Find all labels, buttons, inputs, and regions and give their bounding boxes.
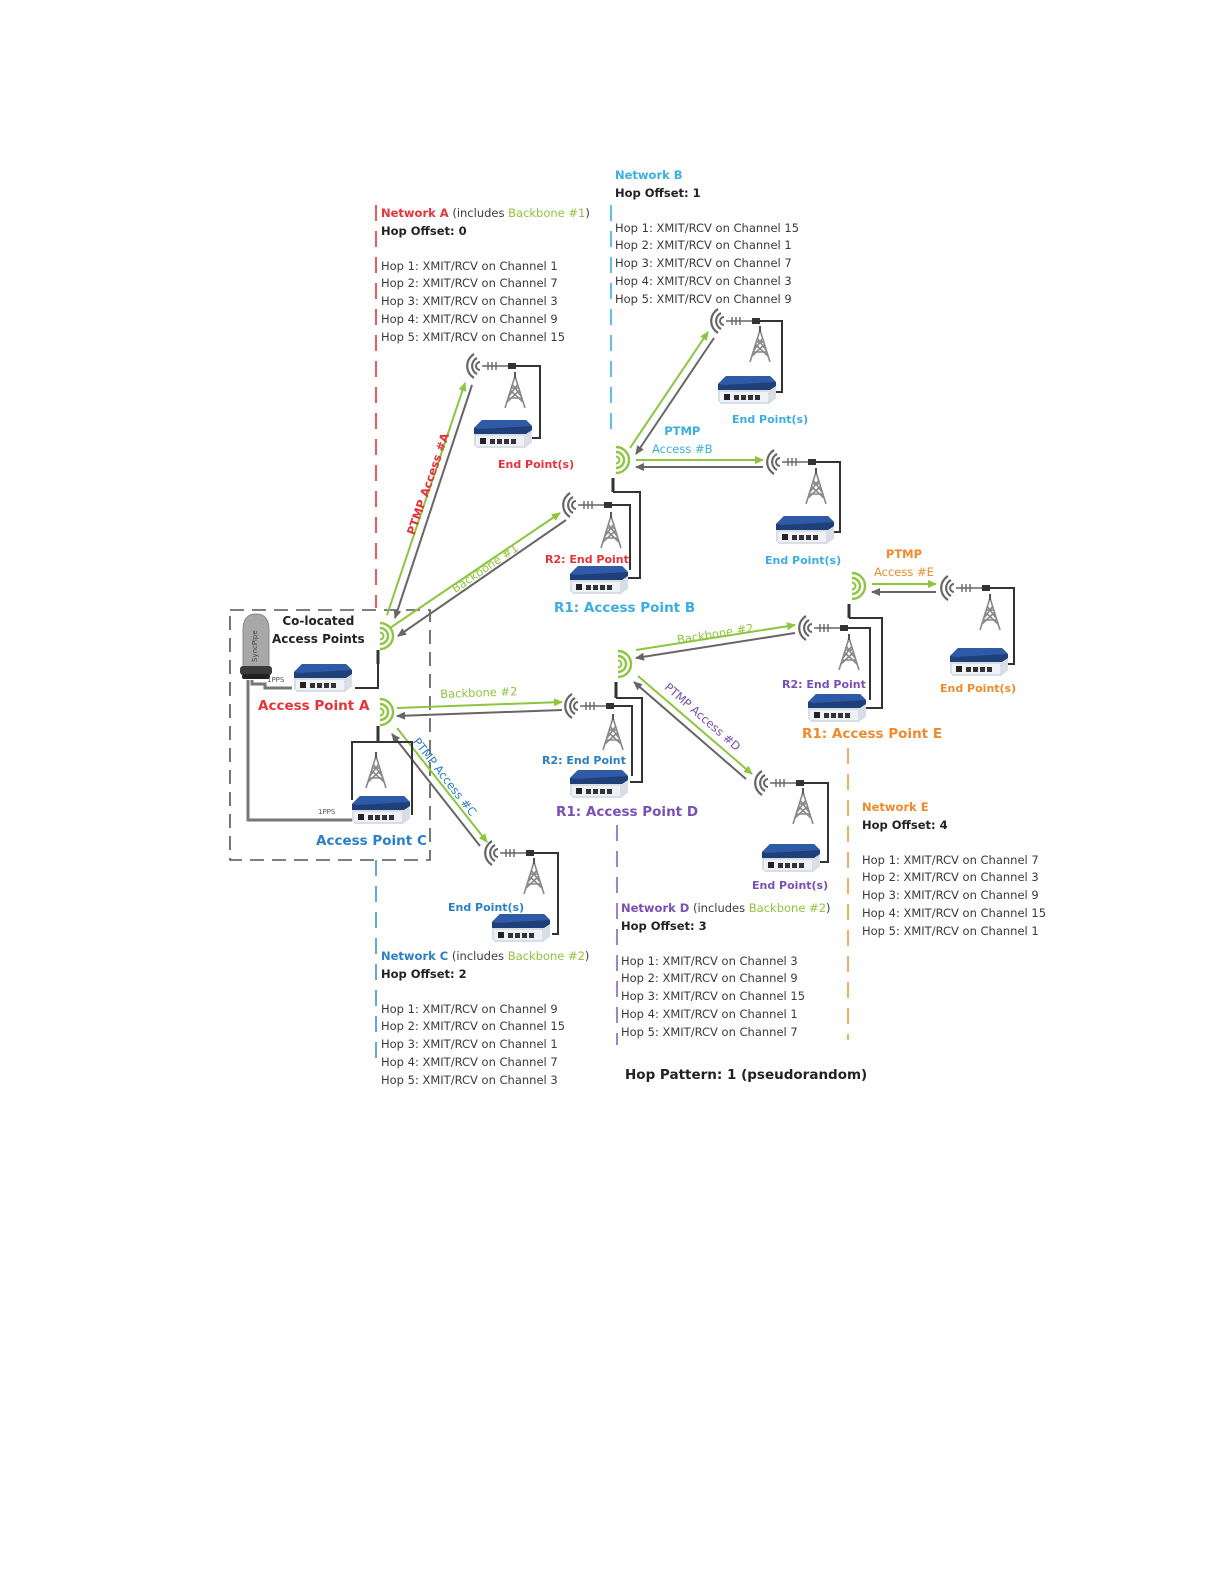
hop-item: Hop 2: XMIT/RCV on Channel 1 [615, 238, 792, 253]
network-e-hop-list: Hop 1: XMIT/RCV on Channel 7 Hop 2: XMIT… [862, 852, 1046, 941]
hop-item: Hop 5: XMIT/RCV on Channel 9 [615, 291, 792, 306]
network-e-title: Network E [862, 800, 929, 814]
hop-pattern-label: Hop Pattern: 1 (pseudorandom) [625, 1067, 868, 1083]
hop-item: Hop 4: XMIT/RCV on Channel 1 [621, 1006, 798, 1021]
r2-end-point-e-label: R2: End Point [782, 678, 866, 691]
hop-item: Hop 1: XMIT/RCV on Channel 7 [862, 852, 1039, 867]
access-point-d-device [564, 649, 643, 798]
network-b-hop-list: Hop 1: XMIT/RCV on Channel 15 Hop 2: XMI… [615, 220, 799, 309]
hop-item: Hop 5: XMIT/RCV on Channel 3 [381, 1072, 558, 1087]
end-point-b-upper-label: End Point(s) [732, 413, 809, 426]
hop-item: Hop 2: XMIT/RCV on Channel 9 [621, 971, 798, 986]
hop-item: Hop 3: XMIT/RCV on Channel 3 [381, 294, 558, 309]
r2-end-point-b-label: R2: End Point [545, 553, 629, 566]
hop-item: Hop 1: XMIT/RCV on Channel 9 [381, 1001, 558, 1016]
hop-item: Hop 3: XMIT/RCV on Channel 7 [615, 256, 792, 271]
hop-item: Hop 3: XMIT/RCV on Channel 9 [862, 888, 1039, 903]
network-b-info: Network B Hop Offset: 1 Hop 1: XMIT/RCV … [615, 167, 799, 309]
hop-item: Hop 4: XMIT/RCV on Channel 3 [615, 273, 792, 288]
access-point-e-device [798, 571, 883, 722]
gps-syncpipe-icon [240, 613, 272, 679]
network-a-info: Network A (includes Backbone #1) Hop Off… [381, 205, 590, 347]
access-point-c-label: Access Point C [316, 833, 427, 849]
hop-item: Hop 4: XMIT/RCV on Channel 7 [381, 1054, 558, 1069]
access-point-a-label: Access Point A [258, 698, 370, 714]
network-d-title: Network D [621, 901, 690, 915]
hop-item: Hop 1: XMIT/RCV on Channel 15 [615, 220, 800, 235]
network-b-hop-offset: Hop Offset: 1 [615, 185, 701, 200]
network-e-info: Network E Hop Offset: 4 Hop 1: XMIT/RCV … [862, 799, 1046, 941]
end-point-c-label: End Point(s) [448, 901, 525, 914]
hop-item: Hop 5: XMIT/RCV on Channel 7 [621, 1024, 798, 1039]
hop-item: Hop 5: XMIT/RCV on Channel 15 [381, 329, 566, 344]
access-point-e-label: R1: Access Point E [802, 726, 943, 742]
end-point-d-label: End Point(s) [752, 879, 829, 892]
hop-item: Hop 4: XMIT/RCV on Channel 9 [381, 311, 558, 326]
network-c-info: Network C (includes Backbone #2) Hop Off… [381, 948, 589, 1090]
hop-item: Hop 1: XMIT/RCV on Channel 3 [621, 953, 798, 968]
colocated-box [229, 609, 431, 861]
hop-item: Hop 3: XMIT/RCV on Channel 15 [621, 989, 806, 1004]
r2-end-point-d-label: R2: End Point [542, 754, 626, 767]
network-c-hop-offset: Hop Offset: 2 [381, 966, 467, 981]
pps-label-c: 1PPS [318, 808, 336, 816]
backbone-2-ref: Backbone #2 [748, 901, 827, 915]
end-point-d-device [754, 769, 829, 872]
ptmp-access-e-label: PTMP Access #E [874, 547, 934, 579]
hop-item: Hop 1: XMIT/RCV on Channel 1 [381, 258, 558, 273]
ptmp-access-b-label: PTMP Access #B [652, 424, 713, 456]
hop-item: Hop 2: XMIT/RCV on Channel 3 [862, 870, 1039, 885]
network-d-hop-list: Hop 1: XMIT/RCV on Channel 3 Hop 2: XMIT… [621, 953, 831, 1042]
hop-item: Hop 3: XMIT/RCV on Channel 1 [381, 1037, 558, 1052]
colocated-title: Co-located Access Points [272, 614, 365, 646]
hop-item: Hop 2: XMIT/RCV on Channel 7 [381, 276, 558, 291]
network-a-hop-offset: Hop Offset: 0 [381, 223, 467, 238]
backbone-2-left-label: Backbone #2 [440, 684, 518, 701]
end-point-b-right-label: End Point(s) [765, 554, 842, 567]
network-e-hop-offset: Hop Offset: 4 [862, 817, 948, 832]
network-a-hop-list: Hop 1: XMIT/RCV on Channel 1 Hop 2: XMIT… [381, 258, 590, 347]
network-c-title: Network C [381, 949, 449, 963]
network-d-info: Network D (includes Backbone #2) Hop Off… [621, 900, 831, 1042]
hop-item: Hop 5: XMIT/RCV on Channel 1 [862, 923, 1039, 938]
network-d-hop-offset: Hop Offset: 3 [621, 918, 707, 933]
pps-label-a: 1PPS [267, 676, 285, 684]
end-point-e-device [940, 574, 1015, 676]
end-point-e-label: End Point(s) [940, 682, 1017, 695]
backbone-1-ref: Backbone #1 [508, 206, 586, 220]
access-point-c-device [351, 697, 413, 824]
backbone-2-ref: Backbone #2 [507, 949, 585, 963]
hop-item: Hop 2: XMIT/RCV on Channel 15 [381, 1019, 566, 1034]
network-c-hop-list: Hop 1: XMIT/RCV on Channel 9 Hop 2: XMIT… [381, 1001, 589, 1090]
network-a-title: Network A [381, 206, 449, 220]
end-point-c-device [484, 839, 559, 942]
access-point-a-device [294, 621, 395, 692]
network-b-title: Network B [615, 168, 683, 182]
hop-item: Hop 4: XMIT/RCV on Channel 15 [862, 905, 1047, 920]
end-point-a-label: End Point(s) [498, 458, 575, 471]
end-point-b-upper-device [710, 307, 783, 404]
access-point-d-label: R1: Access Point D [556, 804, 699, 820]
end-point-a-device [466, 352, 541, 448]
syncpipe-label: SyncPipe [251, 630, 259, 662]
end-point-b-right-device [766, 448, 841, 544]
access-point-b-device [562, 445, 641, 594]
access-point-b-label: R1: Access Point B [554, 600, 696, 616]
